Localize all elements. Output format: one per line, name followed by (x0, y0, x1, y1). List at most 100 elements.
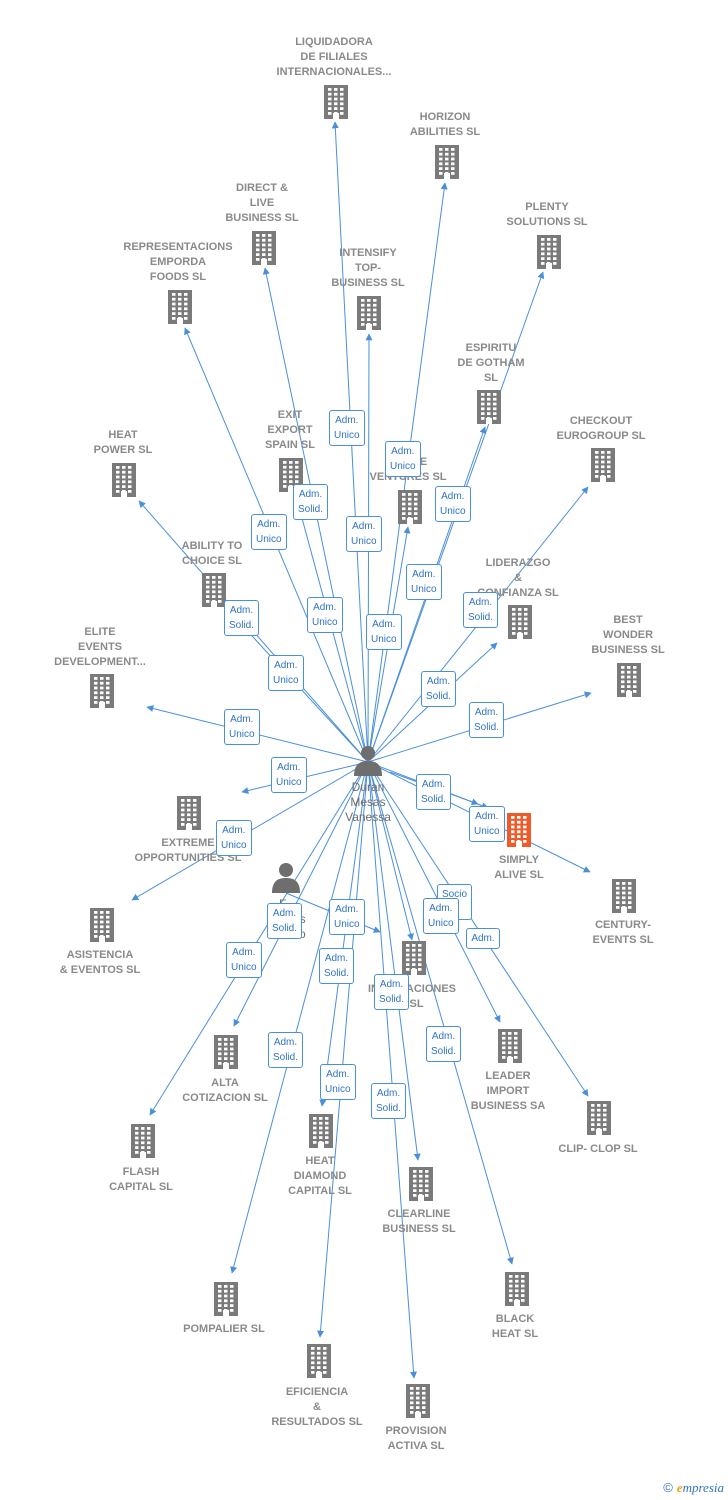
empresia-logo: ©empresia (663, 1480, 724, 1496)
company-label: PROVISION ACTIVA SL (385, 1425, 447, 1452)
relation-badge[interactable]: Adm. Unico (469, 806, 505, 842)
company-label: ESPIRITU DE GOTHAM SL (457, 342, 525, 384)
relation-badge[interactable]: Adm. Solid. (463, 592, 499, 628)
relation-badge[interactable]: Adm. Unico (435, 486, 471, 522)
company-label: INTENSIFY TOP- BUSINESS SL (331, 247, 405, 289)
company-label: REPRESENTACIONS EMPORDA FOODS SL (123, 241, 233, 283)
relation-badge[interactable]: Adm. Solid. (293, 484, 329, 520)
relation-badge[interactable]: Adm. Unico (271, 757, 307, 793)
company-label: POMPALIER SL (183, 1323, 265, 1335)
building-icon (402, 1384, 434, 1423)
relation-badge[interactable]: Adm. Unico (423, 898, 459, 934)
building-icon (173, 796, 205, 835)
building-icon (613, 663, 645, 702)
building-icon (353, 296, 385, 335)
company-label: EFICIENCIA & RESULTADOS SL (271, 1386, 363, 1428)
company-label: CHECKOUT EUROGROUP SL (556, 415, 646, 442)
company-label: EXTREME OPPORTUNITIES SL (134, 837, 242, 864)
building-icon (320, 85, 352, 124)
building-icon (127, 1124, 159, 1163)
person-icon (352, 744, 384, 781)
edge-pompalier (230, 761, 369, 1274)
building-icon (210, 1035, 242, 1074)
company-label: HORIZON ABILITIES SL (409, 111, 481, 138)
relation-badge[interactable]: Adm. Solid. (469, 702, 505, 738)
relation-badge[interactable]: Adm. Unico (251, 514, 287, 550)
company-label: BEST WONDER BUSINESS SL (591, 614, 665, 656)
relation-badge[interactable]: Adm. Unico (268, 655, 304, 691)
copyright-symbol: © (663, 1480, 673, 1495)
building-icon (494, 1029, 526, 1068)
company-label: CLIP- CLOP SL (558, 1143, 638, 1155)
company-label: DIRECT & LIVE BUSINESS SL (225, 182, 299, 224)
relation-badge[interactable]: Adm. (466, 928, 500, 949)
relation-badge[interactable]: Adm. Unico (329, 410, 365, 446)
person-label: Duran Mesas Vanessa (345, 780, 391, 824)
relation-badge[interactable]: Adm. Solid. (374, 974, 410, 1010)
company-label: INT... ...ACIONES ...SL (368, 983, 456, 1010)
building-icon (108, 463, 140, 502)
relation-badge[interactable]: Adm. Solid. (268, 1032, 304, 1068)
relation-badge[interactable]: Adm. Unico (346, 516, 382, 552)
building-icon (473, 390, 505, 429)
relation-badge[interactable]: Adm. Solid. (319, 948, 355, 984)
building-icon (275, 458, 307, 497)
edge-flash (149, 761, 369, 1116)
edge-black (367, 761, 514, 1265)
edge-provision (367, 761, 418, 1379)
company-label: CENTURY- EVENTS SL (592, 919, 654, 946)
relation-badge[interactable]: Adm. Unico (406, 564, 442, 600)
building-icon (405, 1167, 437, 1206)
building-icon (587, 448, 619, 487)
building-icon (503, 813, 535, 852)
relation-badge[interactable]: Adm. Unico (329, 899, 365, 935)
building-icon (86, 908, 118, 947)
person-icon (270, 861, 302, 898)
relation-badge[interactable]: Adm. Unico (224, 709, 260, 745)
edge-inter (367, 761, 414, 941)
relation-badge[interactable]: Adm. Solid. (267, 903, 303, 939)
relation-badge[interactable]: Adm. Unico (307, 597, 343, 633)
building-icon (86, 674, 118, 713)
relation-badge[interactable]: Adm. Unico (226, 942, 262, 978)
company-label: ASISTENCIA & EVENTOS SL (59, 949, 141, 976)
brand-first-letter: e (676, 1480, 683, 1495)
company-label: EXIT EXPORT SPAIN SL (265, 409, 315, 451)
building-icon (164, 290, 196, 329)
building-icon (533, 235, 565, 274)
building-icon (248, 231, 280, 270)
company-label: LEADER IMPORT BUSINESS SA (470, 1070, 546, 1112)
company-label: SIMPLY ALIVE SL (494, 854, 544, 881)
relation-badge[interactable]: Adm. Unico (320, 1064, 356, 1100)
edge-leader (367, 761, 501, 1023)
relation-badge[interactable]: Adm. Solid. (421, 671, 457, 707)
building-icon (303, 1344, 335, 1383)
edge-clearline (367, 761, 421, 1161)
relation-badge[interactable]: Adm. Solid. (416, 774, 452, 810)
relation-badge[interactable]: Adm. Solid. (224, 600, 260, 636)
company-label: ALTA COTIZACION SL (182, 1077, 268, 1104)
building-icon (305, 1114, 337, 1153)
relation-badge[interactable]: Adm. Solid. (426, 1026, 462, 1062)
building-icon (501, 1272, 533, 1311)
company-label: PLENTY SOLUTIONS SL (506, 201, 588, 228)
relation-badge[interactable]: Adm. Unico (216, 820, 252, 856)
company-label: HEAT DIAMOND CAPITAL SL (288, 1155, 352, 1197)
company-label: FLASH CAPITAL SL (109, 1166, 173, 1193)
brand-rest: mpresia (682, 1480, 724, 1495)
building-icon (583, 1101, 615, 1140)
building-icon (198, 573, 230, 612)
relation-badge[interactable]: Adm. Solid. (371, 1083, 407, 1119)
building-icon (504, 605, 536, 644)
edge-alta (233, 761, 369, 1027)
relation-badge[interactable]: Adm. Unico (366, 614, 402, 650)
company-label: BLACK HEAT SL (491, 1313, 539, 1340)
company-label: CLEARLINE BUSINESS SL (382, 1208, 456, 1235)
building-icon (210, 1282, 242, 1321)
company-label: LIQUIDADORA DE FILIALES INTERNACIONALES.… (276, 36, 392, 78)
building-icon (394, 490, 426, 529)
building-icon (431, 145, 463, 184)
relation-badge[interactable]: Adm. Unico (385, 441, 421, 477)
building-icon (608, 879, 640, 918)
